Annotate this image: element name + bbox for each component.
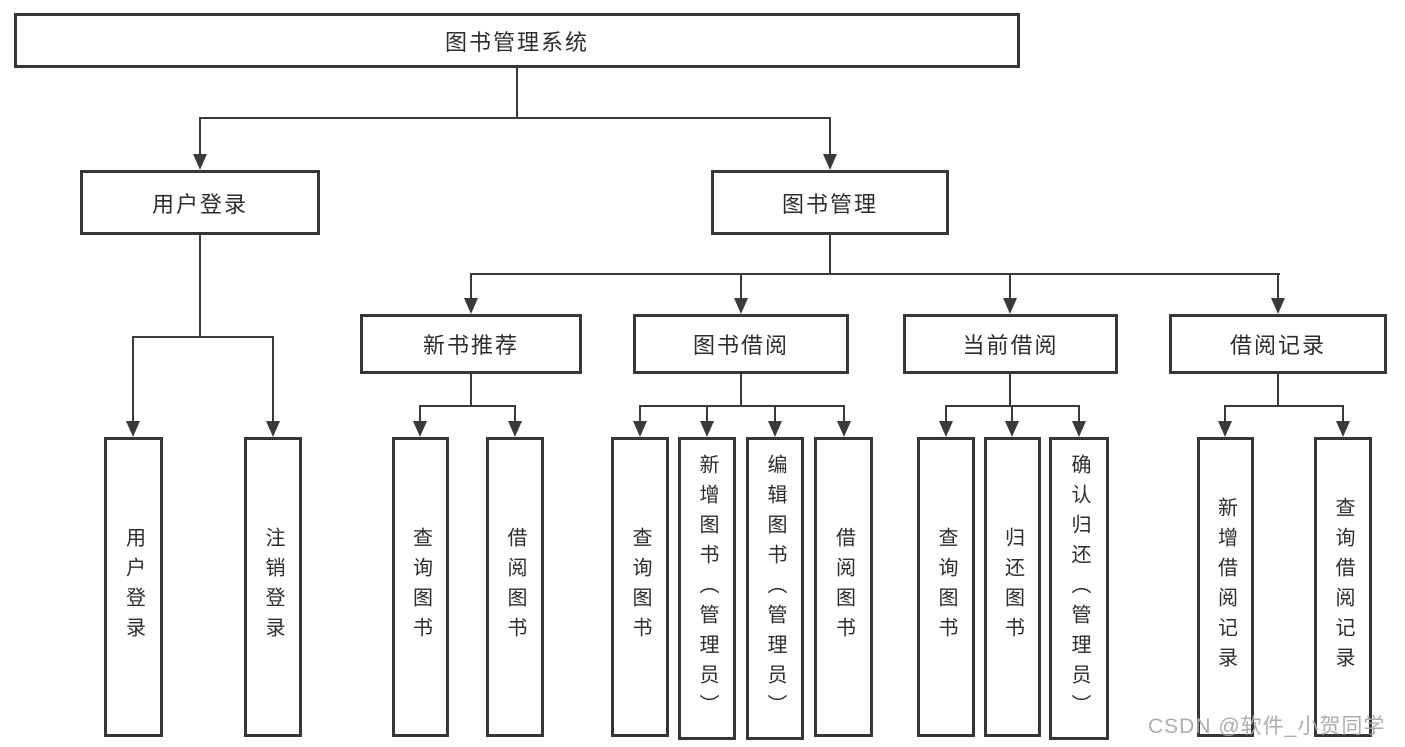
arrowhead-down-icon	[266, 421, 280, 437]
connector-line	[1277, 274, 1279, 300]
node-library-management-system: 图书管理系统	[14, 13, 1020, 68]
arrowhead-down-icon	[768, 421, 782, 437]
connector-line	[470, 273, 1280, 275]
connector-line	[419, 405, 516, 407]
arrowhead-down-icon	[734, 298, 748, 314]
connector-line	[1009, 374, 1011, 406]
connector-line	[843, 406, 845, 423]
arrowhead-down-icon	[1336, 421, 1350, 437]
connector-line	[470, 274, 472, 300]
leaf-add-borrow-record: 新增借阅记录	[1197, 437, 1254, 737]
connector-line	[132, 337, 134, 423]
connector-line	[1009, 274, 1011, 300]
connector-line	[419, 406, 421, 423]
connector-line	[1342, 406, 1344, 423]
arrowhead-down-icon	[1005, 421, 1019, 437]
leaf-edit-book-admin: 编辑图书（管理员）	[746, 437, 804, 740]
leaf-query-books-current: 查询图书	[917, 437, 975, 737]
leaf-confirm-return-admin: 确认归还（管理员）	[1049, 437, 1109, 740]
leaf-borrow-books-recommend: 借阅图书	[486, 437, 544, 737]
connector-line	[199, 117, 831, 119]
connector-line	[829, 118, 831, 156]
leaf-logout: 注销登录	[244, 437, 302, 737]
node-borrowing-records: 借阅记录	[1169, 314, 1387, 374]
arrowhead-down-icon	[1003, 298, 1017, 314]
node-new-book-recommend: 新书推荐	[360, 314, 582, 374]
arrowhead-down-icon	[126, 421, 140, 437]
connector-line	[1277, 374, 1279, 406]
arrowhead-down-icon	[464, 298, 478, 314]
arrowhead-down-icon	[837, 421, 851, 437]
connector-line	[132, 336, 274, 338]
node-user-login: 用户登录	[80, 170, 320, 235]
arrowhead-down-icon	[193, 154, 207, 170]
leaf-query-books-borrowing: 查询图书	[611, 437, 669, 737]
connector-line	[514, 406, 516, 423]
connector-line	[199, 118, 201, 156]
arrowhead-down-icon	[633, 421, 647, 437]
connector-line	[470, 374, 472, 406]
connector-line	[639, 406, 641, 423]
arrowhead-down-icon	[1218, 421, 1232, 437]
connector-line	[1224, 406, 1226, 423]
connector-line	[1224, 405, 1344, 407]
connector-line	[1078, 406, 1080, 423]
arrowhead-down-icon	[700, 421, 714, 437]
node-book-management: 图书管理	[711, 170, 949, 235]
leaf-return-book: 归还图书	[984, 437, 1041, 737]
connector-line	[706, 406, 708, 423]
connector-line	[774, 406, 776, 423]
connector-line	[639, 405, 845, 407]
arrowhead-down-icon	[823, 154, 837, 170]
leaf-borrow-books-borrowing: 借阅图书	[814, 437, 873, 737]
arrowhead-down-icon	[1271, 298, 1285, 314]
leaf-user-login: 用户登录	[104, 437, 163, 737]
arrowhead-down-icon	[1072, 421, 1086, 437]
node-book-borrowing: 图书借阅	[633, 314, 849, 374]
arrowhead-down-icon	[939, 421, 953, 437]
leaf-query-borrow-record: 查询借阅记录	[1314, 437, 1372, 737]
leaf-query-books-recommend: 查询图书	[392, 437, 449, 737]
connector-line	[1011, 406, 1013, 423]
watermark: CSDN @软件_小贺同学	[1148, 715, 1386, 738]
connector-line	[945, 406, 947, 423]
connector-line	[740, 274, 742, 300]
leaf-add-book-admin: 新增图书（管理员）	[678, 437, 736, 740]
arrowhead-down-icon	[413, 421, 427, 437]
connector-line	[272, 337, 274, 423]
connector-line	[199, 235, 201, 337]
connector-line	[516, 68, 518, 118]
connector-line	[740, 374, 742, 406]
arrowhead-down-icon	[508, 421, 522, 437]
connector-line	[829, 235, 831, 274]
node-current-borrowing: 当前借阅	[903, 314, 1118, 374]
